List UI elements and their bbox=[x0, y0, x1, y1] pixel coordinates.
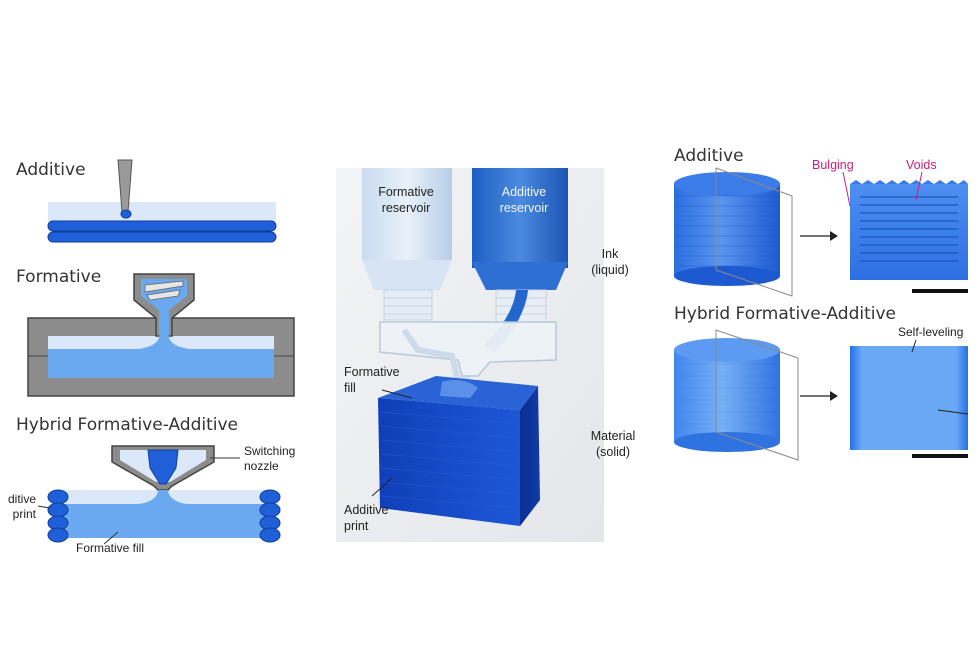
ink-label: Ink (liquid) bbox=[591, 247, 629, 277]
hybrid-formative-fill-label: Formative fill bbox=[76, 541, 145, 555]
hybrid-heading: Hybrid Formative-Additive bbox=[16, 415, 238, 435]
bulging-label: Bulging bbox=[812, 158, 854, 172]
additive-heading: Additive bbox=[16, 160, 86, 180]
center-additive-print-label: Additive print bbox=[344, 503, 389, 533]
formative-reservoir-label: Formative reservoir bbox=[378, 185, 434, 215]
right-hybrid-heading: Hybrid Formative-Additive bbox=[674, 304, 896, 324]
self-leveling-label: Self-leveling bbox=[898, 325, 964, 339]
voids-label: Voids bbox=[906, 158, 937, 172]
additive-reservoir-label: Additive reservoir bbox=[499, 185, 549, 215]
hybrid-additive-print-label: ditive print bbox=[7, 492, 36, 521]
formative-heading: Formative bbox=[16, 267, 102, 287]
center-formative-fill-label: Formative fill bbox=[344, 365, 400, 395]
switching-nozzle-label: Switching nozzle bbox=[244, 444, 296, 473]
right-additive-heading: Additive bbox=[674, 146, 744, 166]
material-label: Material (solid) bbox=[590, 429, 636, 459]
